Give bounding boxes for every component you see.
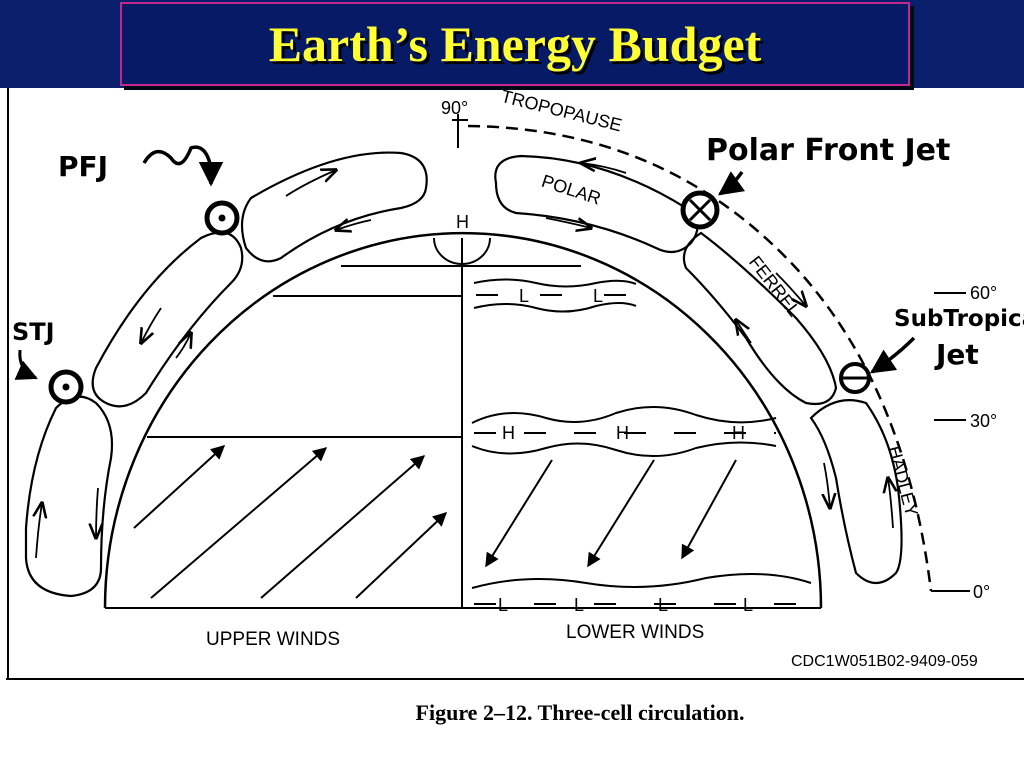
pole-high-label: H	[456, 212, 469, 232]
low-eq-label: L	[574, 595, 584, 615]
lat-30-label: 30°	[970, 411, 997, 431]
high-belt-30	[471, 406, 777, 424]
low-eq-label: L	[743, 595, 753, 615]
cell-arrow	[824, 462, 830, 508]
upper-wind-arrow	[260, 455, 426, 599]
upper-winds-label: UPPER WINDS	[206, 629, 340, 650]
cell-arrow	[336, 220, 372, 230]
low-eq-label: L	[498, 595, 508, 615]
annot-pfj-squiggle	[142, 145, 224, 187]
annot-pfj-right-arrow	[718, 171, 746, 196]
annot-stj-right-arrow	[869, 336, 916, 374]
high-30-label: H	[732, 423, 745, 443]
annot-pfj: PFJ	[58, 150, 108, 183]
pfj-right-cross	[688, 198, 712, 222]
low-eq-label: L	[658, 595, 668, 615]
cell-label-polar: POLAR	[539, 171, 603, 209]
annot-subtropical: SubTropical	[894, 306, 1024, 332]
figure-caption: Figure 2–12. Three-cell circulation.	[415, 700, 745, 725]
slide-title: Earth’s Energy Budget	[268, 16, 762, 72]
high-30-label: H	[502, 423, 515, 443]
lower-winds-label: LOWER WINDS	[566, 622, 704, 643]
right-ferrel-cell	[682, 231, 838, 406]
tropopause-line	[467, 124, 933, 592]
low-60-label: L	[593, 286, 603, 306]
low-belt-eq	[471, 573, 812, 589]
title-box: Earth’s Energy Budget	[120, 2, 910, 86]
cell-arrow	[141, 307, 162, 343]
left-polar-cell	[240, 151, 428, 263]
lower-wind-arrow	[681, 459, 737, 560]
right-polar-cell	[494, 154, 699, 254]
cell-arrow	[96, 487, 98, 538]
low-60-label: L	[519, 286, 529, 306]
cell-arrow	[888, 478, 893, 529]
left-ferrel-cell	[91, 231, 244, 408]
lower-wind-arrow	[485, 459, 553, 568]
annot-subtropical-jet: Jet	[934, 338, 979, 371]
lat-0-label: 0°	[973, 582, 990, 602]
low-belt-60	[473, 302, 637, 313]
cell-label-ferrel: FERREL	[745, 252, 804, 320]
annot-stj-arrow	[14, 349, 38, 380]
cell-arrow	[581, 163, 627, 174]
lat-90-label: 90°	[441, 98, 468, 118]
figure-code: CDC1W051B02-9409-059	[791, 653, 978, 670]
upper-wind-arrow	[355, 512, 448, 599]
cell-arrow	[175, 333, 191, 359]
annot-polar-front-jet: Polar Front Jet	[706, 133, 950, 168]
high-30-label: H	[616, 423, 629, 443]
right-hadley-cell	[809, 399, 903, 585]
left-hadley-cell	[24, 395, 114, 598]
lat-60-label: 60°	[970, 283, 997, 303]
low-belt-60	[473, 278, 637, 288]
high-belt-30	[471, 441, 777, 457]
cell-arrow	[545, 217, 591, 228]
cell-arrow	[285, 170, 336, 197]
pfj-left-dot	[218, 214, 226, 222]
slide-header: Earth’s Energy Budget	[0, 0, 1024, 88]
annot-stj: STJ	[12, 318, 55, 346]
three-cell-diagram: H POLAR FERREL HADLEY 90° TROPOPAUSE 60°…	[6, 88, 1024, 680]
stj-left-dot	[62, 383, 70, 391]
upper-wind-arrow	[133, 445, 226, 529]
upper-wind-arrow	[150, 447, 328, 599]
lower-wind-arrow	[587, 459, 655, 568]
polar-high-cap	[433, 237, 491, 265]
earth-dome	[103, 231, 823, 609]
cell-arrow	[36, 503, 42, 559]
cell-arrow	[775, 272, 806, 306]
cell-arrow	[736, 320, 752, 344]
